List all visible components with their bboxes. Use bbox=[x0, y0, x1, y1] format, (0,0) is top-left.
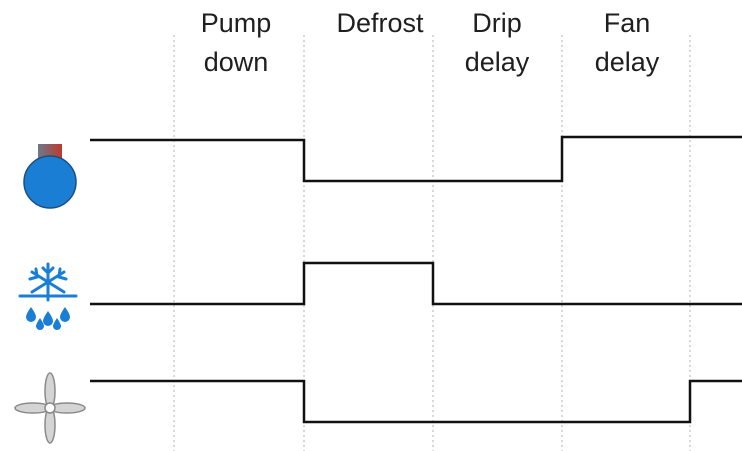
defrost-heater-signal bbox=[90, 261, 742, 306]
phase-dividers bbox=[173, 35, 691, 451]
phase-label-fan-delay-line1: Fan bbox=[604, 8, 651, 38]
fan-signal bbox=[90, 379, 742, 424]
defrost-heater-icon bbox=[18, 262, 78, 330]
phase-labels: Pump down Defrost Drip delay Fan delay bbox=[201, 8, 660, 77]
signal-traces bbox=[90, 135, 742, 424]
phase-label-drip-delay-line2: delay bbox=[465, 47, 530, 77]
compressor-signal bbox=[90, 135, 742, 183]
phase-label-pump-down-line2: down bbox=[204, 47, 269, 77]
phase-label-drip-delay-line1: Drip bbox=[472, 8, 522, 38]
compressor-icon bbox=[23, 144, 77, 209]
phase-label-fan-delay-line2: delay bbox=[595, 47, 660, 77]
phase-label-defrost: Defrost bbox=[336, 8, 424, 38]
phase-label-pump-down-line1: Pump bbox=[201, 8, 272, 38]
fan-icon bbox=[14, 372, 86, 444]
